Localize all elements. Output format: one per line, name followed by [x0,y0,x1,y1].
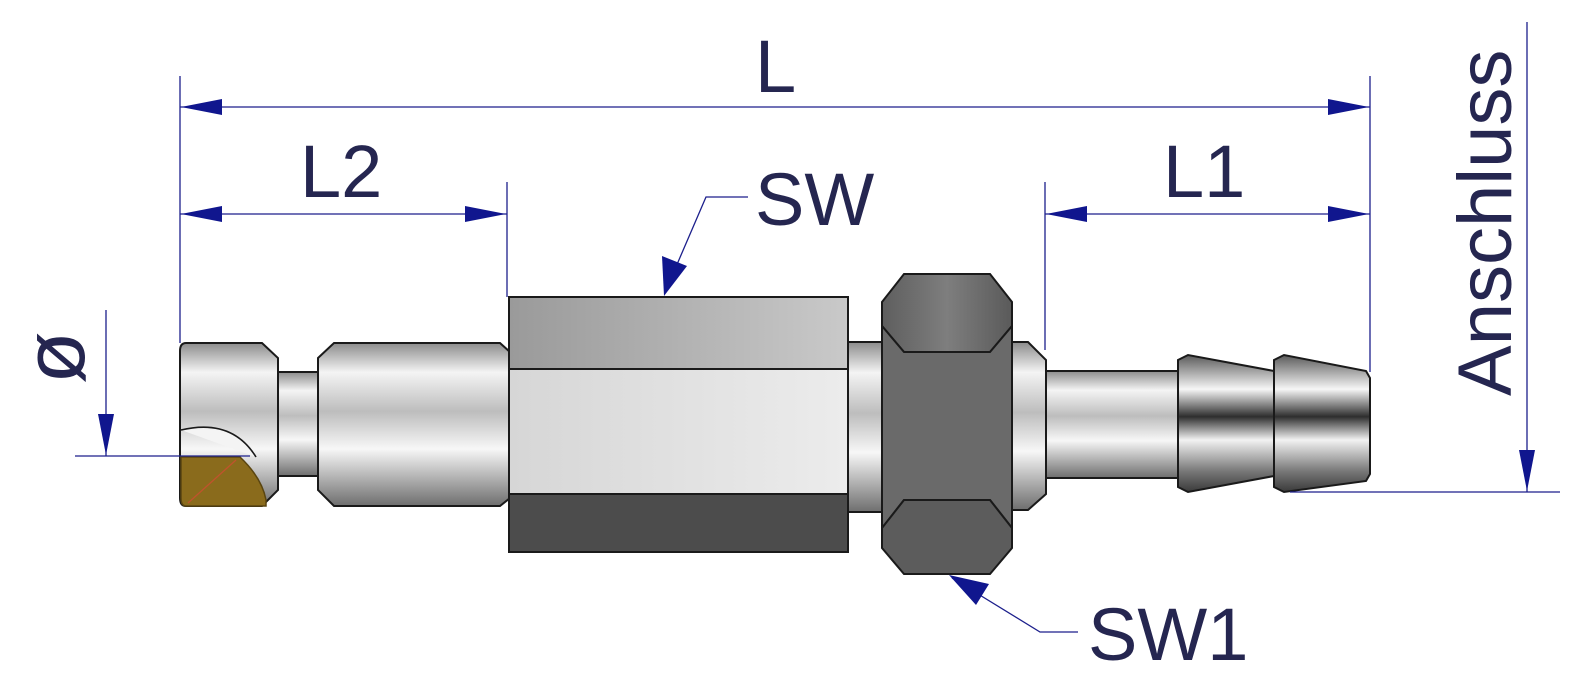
label-sw1: SW1 [1088,593,1248,676]
brass-hatch [187,459,237,504]
plug-groove [277,371,319,477]
label-sw: SW [755,158,874,241]
arrow-sw [662,256,687,296]
hose-tail-shaft [1045,370,1179,479]
nut-collar [1011,341,1047,511]
arrow-l1-left [1046,206,1087,222]
label-l: L [755,25,796,108]
arrow-l-right [1328,99,1369,115]
barb-two [1273,353,1371,494]
coupling-plug [179,342,511,507]
barb-one [1177,353,1275,494]
bore-curve [180,426,257,458]
arrow-l1-right [1328,206,1369,222]
leader-sw [665,196,748,291]
arrow-l2-left [181,206,222,222]
label-l2: L2 [300,130,382,213]
hex-body-middle-face [508,368,849,495]
label-diameter: ø [7,331,103,384]
brass-section [180,456,267,507]
label-l1: L1 [1163,130,1245,213]
plug-collar [317,342,511,507]
hex-body-sw [508,296,849,553]
nut-top-face [881,273,1013,353]
nut-middle-face [881,323,1013,531]
label-anschluss: Anschluss [1443,50,1528,396]
hex-nut-sw1 [881,273,1013,575]
hex-body-top-face [508,296,849,370]
arrow-diameter [98,414,114,455]
nut-bottom-face [881,499,1013,575]
hex-body-bottom-face [508,493,849,553]
dimension-lines [75,22,1560,633]
arrow-anschluss [1519,450,1535,491]
arrow-l2-right [465,206,506,222]
arrow-l-left [181,99,222,115]
arrow-sw1 [949,575,989,605]
